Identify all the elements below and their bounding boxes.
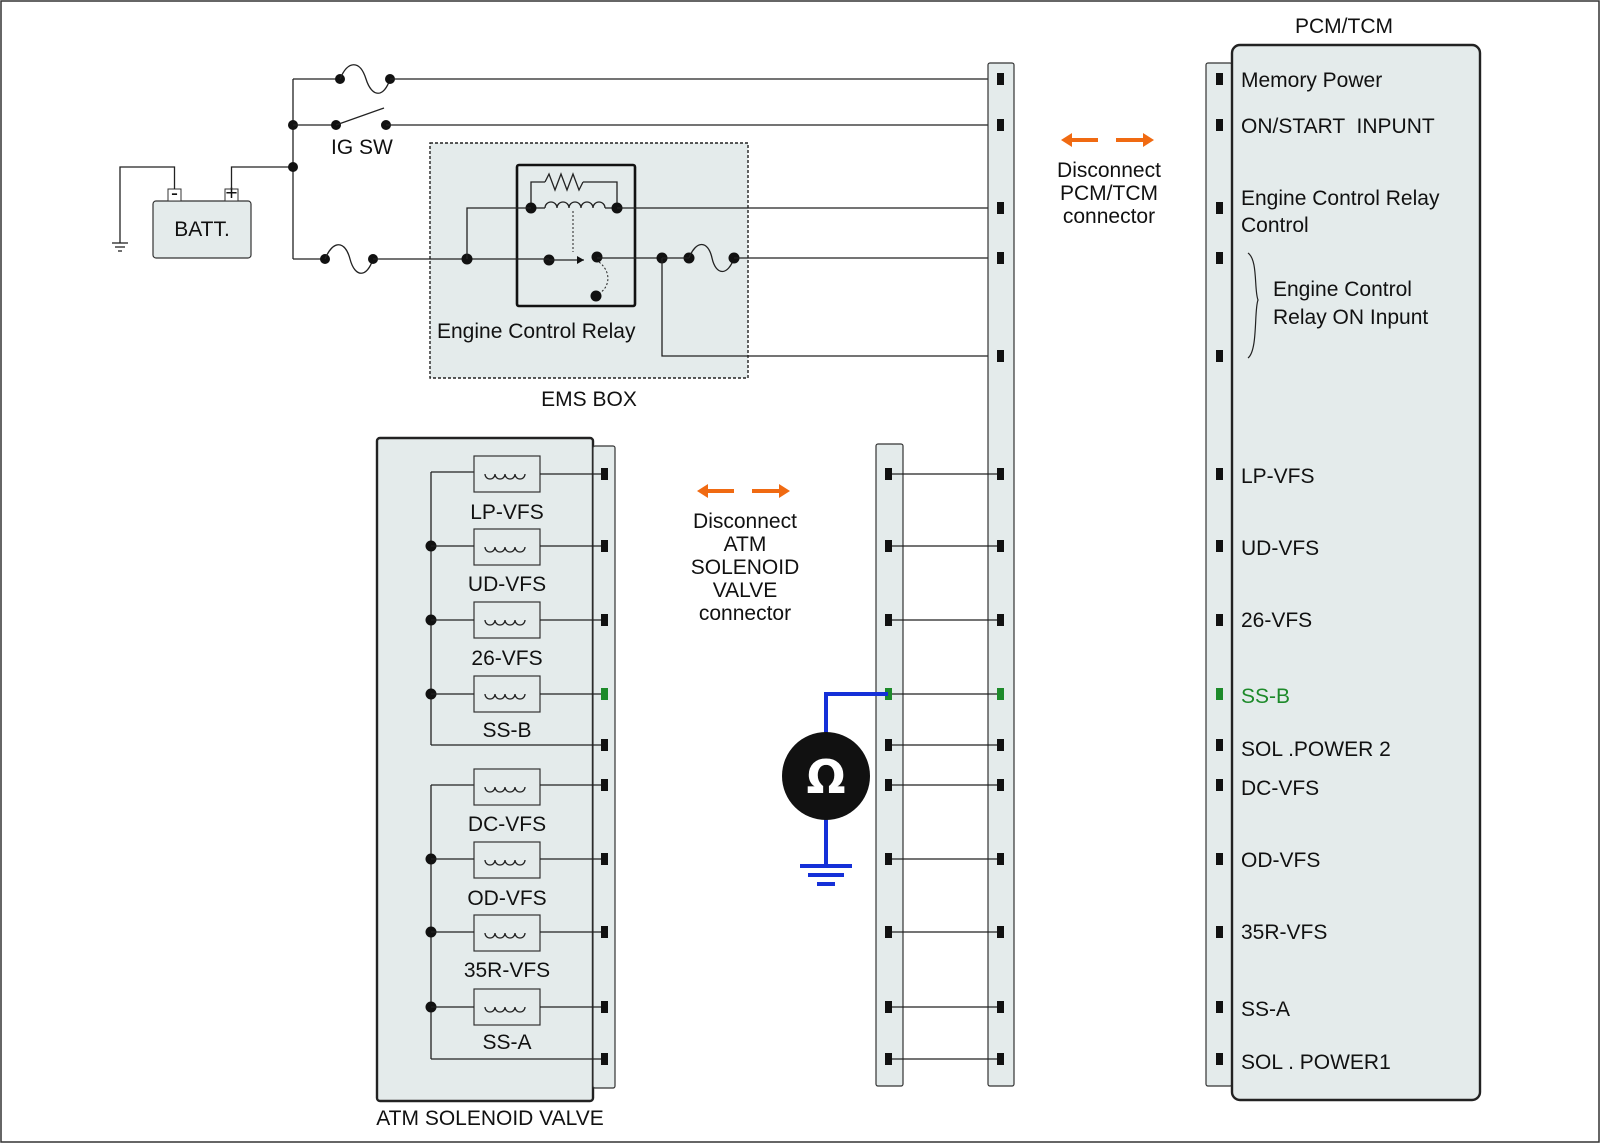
disconnect-atm-note: Disconnect ATM SOLENOID VALVE connector: [691, 484, 800, 625]
pcm-pin-sol-power2: SOL .POWER 2: [1241, 738, 1391, 761]
disconnect-atm-line1: Disconnect: [693, 510, 797, 533]
ig-switch-label: IG SW: [331, 136, 393, 159]
pcm-tcm-module: PCM/TCM Memory Power ON/START INPUNT Eng…: [1205, 15, 1482, 1102]
ems-box-label: EMS BOX: [541, 388, 637, 411]
coil-ud-vfs: UD-VFS: [431, 528, 605, 596]
ohm-icon: Ω: [806, 750, 845, 804]
pcm-pin-ecr-on-2: Relay ON Inpunt: [1273, 306, 1428, 329]
coil-lp-vfs: LP-VFS: [470, 455, 605, 524]
pcm-pin-on-start: ON/START INPUNT: [1241, 115, 1435, 138]
coil-label-ss-a: SS-A: [482, 1031, 531, 1054]
disconnect-pcm-note: Disconnect PCM/TCM connector: [1057, 133, 1161, 228]
pcm-pin-sol-power1: SOL . POWER1: [1241, 1051, 1391, 1074]
pcm-harness-connector: [892, 62, 1015, 1087]
coil-dc-vfs: DC-VFS: [468, 768, 605, 836]
ems-box: EMS BOX Engine Control Relay: [373, 142, 990, 411]
atm-harness-connector: [875, 443, 904, 1087]
battery-neg-sign: -: [171, 182, 178, 205]
disconnect-atm-line3: SOLENOID: [691, 556, 800, 579]
ohmmeter: Ω: [782, 692, 888, 886]
coil-label-26-vfs: 26-VFS: [471, 647, 542, 670]
pcm-pin-35r-vfs: 35R-VFS: [1241, 921, 1327, 944]
coil-od-vfs: OD-VFS: [431, 841, 605, 910]
coil-label-35r-vfs: 35R-VFS: [464, 959, 550, 982]
pcm-pin-ecr-control-1: Engine Control Relay: [1241, 187, 1440, 210]
disconnect-atm-line2: ATM: [724, 533, 767, 556]
pcm-pin-ud-vfs: UD-VFS: [1241, 537, 1319, 560]
valve-pin-ss-b-highlight: [601, 688, 608, 700]
coil-label-ud-vfs: UD-VFS: [468, 573, 546, 596]
pcm-pin-ecr-control-2: Control: [1241, 214, 1309, 237]
solenoid-valve-title: ATM SOLENOID VALVE: [376, 1107, 604, 1130]
coil-label-ss-b: SS-B: [482, 719, 531, 742]
pcm-pin-ss-a: SS-A: [1241, 998, 1290, 1021]
coil-label-dc-vfs: DC-VFS: [468, 813, 546, 836]
pcm-pin-ecr-on-1: Engine Control: [1273, 278, 1412, 301]
disconnect-atm-line4: VALVE: [713, 579, 778, 602]
pcm-pin-od-vfs: OD-VFS: [1241, 849, 1320, 872]
pcm-pin-26-vfs: 26-VFS: [1241, 609, 1312, 632]
disconnect-pcm-line2: PCM/TCM: [1060, 182, 1158, 205]
coil-label-lp-vfs: LP-VFS: [470, 501, 544, 524]
pcm-pin-dc-vfs: DC-VFS: [1241, 777, 1319, 800]
coil-ss-a: SS-A: [431, 988, 605, 1054]
disconnect-pcm-line3: connector: [1063, 205, 1155, 228]
coil-ss-b: SS-B: [431, 675, 605, 742]
coil-label-od-vfs: OD-VFS: [467, 887, 546, 910]
battery-pos-sign: +: [225, 182, 237, 205]
coil-35r-vfs: 35R-VFS: [431, 914, 605, 982]
battery-label: BATT.: [174, 218, 230, 241]
coil-26-vfs: 26-VFS: [431, 601, 605, 670]
ohmmeter-body: [782, 732, 870, 820]
pcm-title: PCM/TCM: [1295, 15, 1393, 38]
engine-control-relay-label: Engine Control Relay: [437, 320, 636, 343]
disconnect-atm-line5: connector: [699, 602, 791, 625]
battery: - + BATT.: [112, 166, 293, 259]
pcm-pin-lp-vfs: LP-VFS: [1241, 465, 1315, 488]
pcm-pin-memory-power: Memory Power: [1241, 69, 1382, 92]
pcm-pin-ss-b: SS-B: [1241, 685, 1290, 708]
power-feed: IG SW: [288, 64, 990, 274]
atm-solenoid-valve: ATM SOLENOID VALVE LP-VFS UD-VFS: [375, 436, 616, 1130]
disconnect-pcm-line1: Disconnect: [1057, 159, 1161, 182]
